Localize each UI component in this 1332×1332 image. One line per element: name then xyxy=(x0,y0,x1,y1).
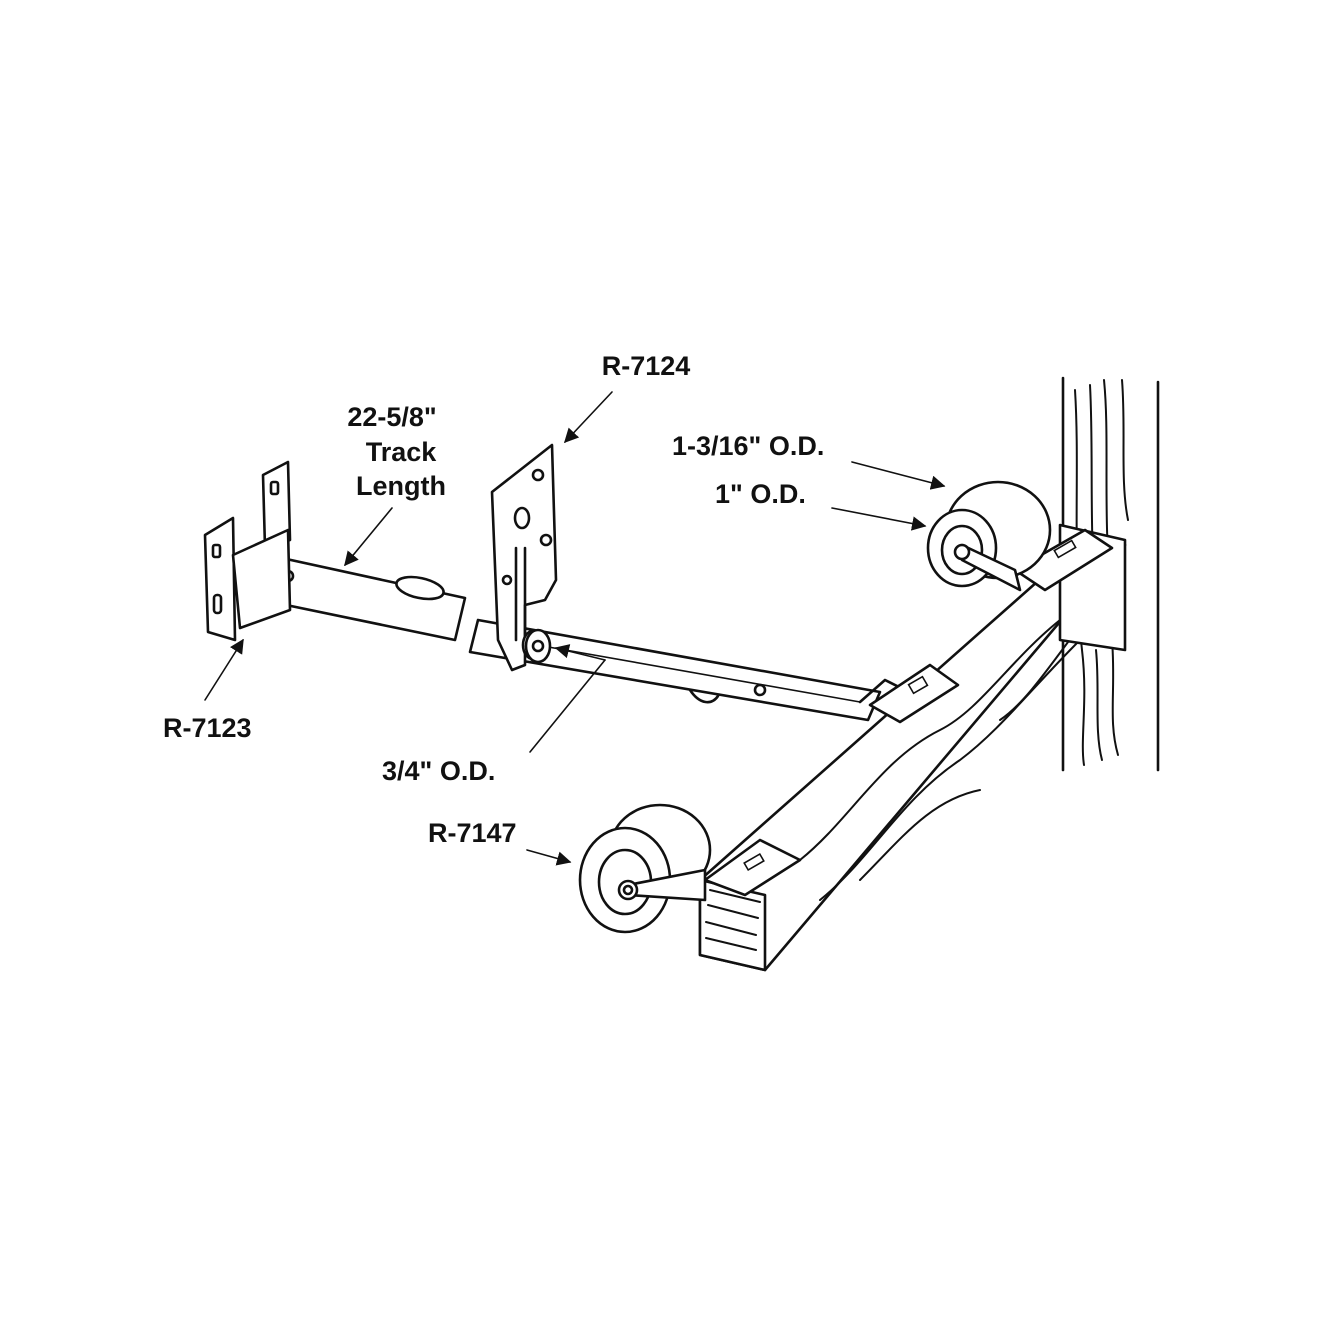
label-wheel-small: 1" O.D. xyxy=(715,479,806,509)
leader-r7147 xyxy=(526,849,572,866)
label-r7124: R-7124 xyxy=(602,351,691,381)
label-track-length-1: 22-5/8" xyxy=(347,402,436,432)
label-track-length-3: Length xyxy=(356,471,446,501)
leader-r7123 xyxy=(204,638,244,701)
label-roller-small: 3/4" O.D. xyxy=(382,756,495,786)
leader-roller-small xyxy=(529,659,606,753)
frame-plates xyxy=(703,528,1114,897)
track-rail xyxy=(260,553,907,722)
bracket-r7124 xyxy=(490,443,558,672)
leaders xyxy=(204,391,946,866)
wood-frame xyxy=(698,523,1127,972)
label-track-length-2: Track xyxy=(366,437,438,467)
label-wheel-large: 1-3/16" O.D. xyxy=(672,431,824,461)
leader-r7124 xyxy=(564,391,613,444)
roller-small xyxy=(524,628,552,664)
bracket-r7123 xyxy=(203,460,292,642)
leader-wheel-large xyxy=(851,461,946,490)
wheel-lower xyxy=(578,803,712,934)
label-r7123: R-7123 xyxy=(163,713,252,743)
leader-wheel-small xyxy=(831,507,927,531)
label-r7147: R-7147 xyxy=(428,818,517,848)
wheel-upper xyxy=(926,480,1052,592)
leader-track-length xyxy=(344,507,393,567)
